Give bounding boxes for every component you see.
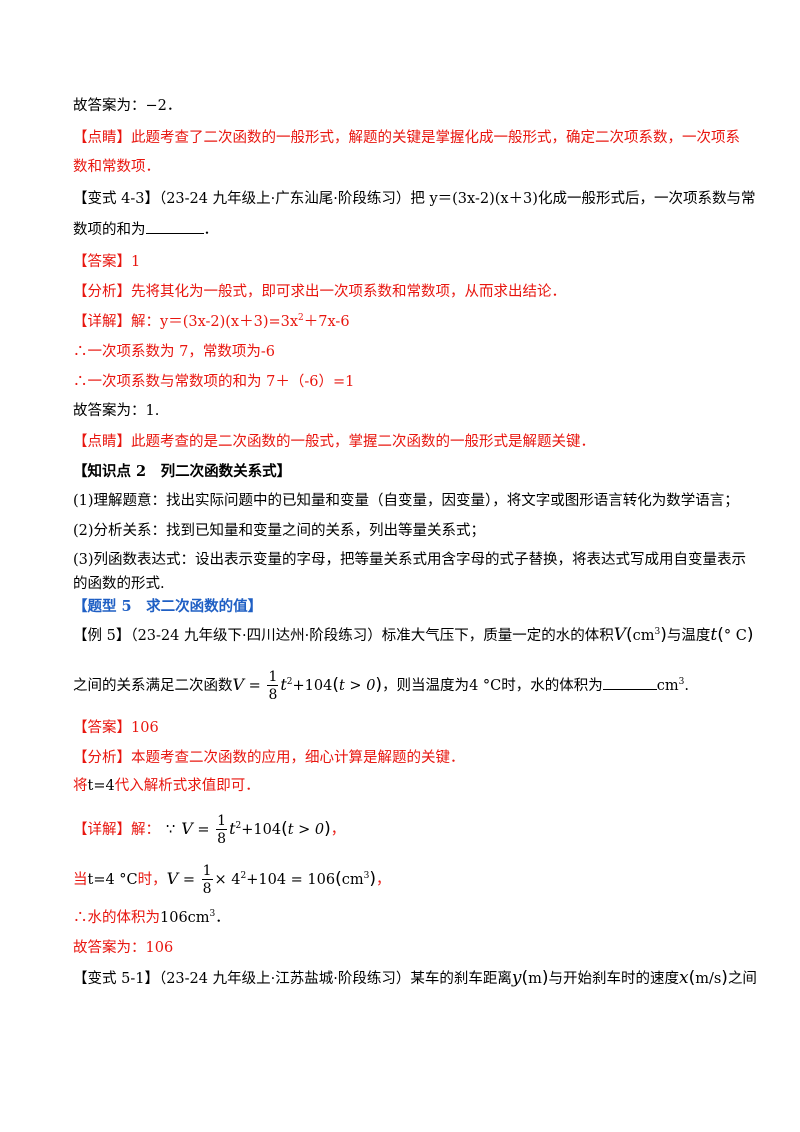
substitute-line: 将t=4代入解析式求值即可． bbox=[73, 778, 260, 794]
answer-label: 【答案】1 bbox=[73, 254, 141, 270]
unit-exp: 3 bbox=[654, 627, 661, 637]
knowledge-item-3b: 的函数的形式. bbox=[73, 576, 165, 592]
variant-4-3-question: 【变式 4-3】（23-24 九年级上·广东汕尾·阶段练习）把 y＝(3x-2)… bbox=[73, 191, 756, 207]
answer-line-1: 故答案为：−2． bbox=[73, 98, 182, 114]
variant-5-1-question: 【变式 5-1】（23-24 九年级上·江苏盐城·阶段练习）某车的刹车距离y(m… bbox=[73, 968, 757, 988]
therefore-line-2: ∴一次项系数与常数项的和为 7＋（-6）=1 bbox=[73, 374, 355, 390]
var-t: t bbox=[710, 625, 718, 645]
condition: t > 0 bbox=[339, 678, 376, 694]
variant-4-3-question-cont: 数项的和为 ． bbox=[73, 219, 218, 240]
answer-blank bbox=[602, 675, 657, 690]
analysis-line: 【分析】先将其化为一般式，即可求出一次项系数和常数项，从而求出结论． bbox=[73, 284, 566, 300]
var-V: V bbox=[613, 625, 626, 645]
example-text-mid: 与温度 bbox=[666, 628, 711, 644]
example-5-line-1: 【例 5】（23-24 九年级下·四川达州·阶段练习）标准大气压下，质量一定的水… bbox=[73, 625, 754, 645]
comment-line-1b: 数和常数项． bbox=[73, 159, 160, 175]
question-text: 数项的和为 bbox=[73, 222, 146, 238]
example-text: 之间的关系满足二次函数 bbox=[73, 678, 233, 694]
t-value: t=4 bbox=[87, 778, 115, 794]
detail-line: 【详解】解：y＝(3x-2)(x＋3)=3x2＋7x-6 bbox=[73, 312, 350, 332]
unit: cm bbox=[632, 628, 655, 644]
answer-line-2: 故答案为：1. bbox=[73, 403, 160, 419]
question-type-heading: 【题型 5 求二次函数的值】 bbox=[73, 598, 263, 615]
knowledge-point-heading: 【知识点 2 列二次函数关系式】 bbox=[73, 463, 292, 480]
answer-blank bbox=[145, 219, 204, 234]
degree-unit: ° C bbox=[723, 628, 747, 644]
analysis-line-5: 【分析】本题考查二次函数的应用，细心计算是解题的关键． bbox=[73, 750, 465, 766]
knowledge-item-1: (1)理解题意：找出实际问题中的已知量和变量（自变量，因变量），将文字或图形语言… bbox=[73, 493, 739, 509]
temperature: 4 °C bbox=[469, 678, 502, 694]
therefore-line-1: ∴一次项系数为 7，常数项为-6 bbox=[73, 344, 275, 360]
example-text: 【例 5】（23-24 九年级下·四川达州·阶段练习）标准大气压下，质量一定的水… bbox=[73, 628, 614, 644]
result-line: ∴水的体积为106cm3． bbox=[73, 909, 230, 927]
because-symbol: ∵ bbox=[166, 822, 176, 838]
comment-line-2: 【点睛】此题考查的是二次函数的一般式，掌握二次函数的一般形式是解题关键． bbox=[73, 434, 595, 450]
exponent: 2 bbox=[298, 313, 304, 323]
answer-label-5: 【答案】106 bbox=[73, 720, 159, 736]
var-V: V bbox=[232, 675, 245, 694]
detail-text-end: ＋7x-6 bbox=[303, 314, 350, 330]
knowledge-item-3a: (3)列函数表达式：设出表示变量的字母，把等量关系式用含字母的式子替换，将表达式… bbox=[73, 552, 747, 568]
knowledge-item-2: (2)分析关系：找到已知量和变量之间的关系，列出等量关系式； bbox=[73, 523, 486, 539]
comment-line-1a: 【点睛】此题考查了二次函数的一般形式，解题的关键是掌握化成一般形式，确定二次项系… bbox=[73, 130, 740, 146]
final-answer-5: 故答案为：106 bbox=[73, 940, 174, 956]
detail-text: 【详解】解：y＝(3x-2)(x＋3)=3x bbox=[73, 314, 299, 330]
period: ． bbox=[203, 222, 219, 238]
